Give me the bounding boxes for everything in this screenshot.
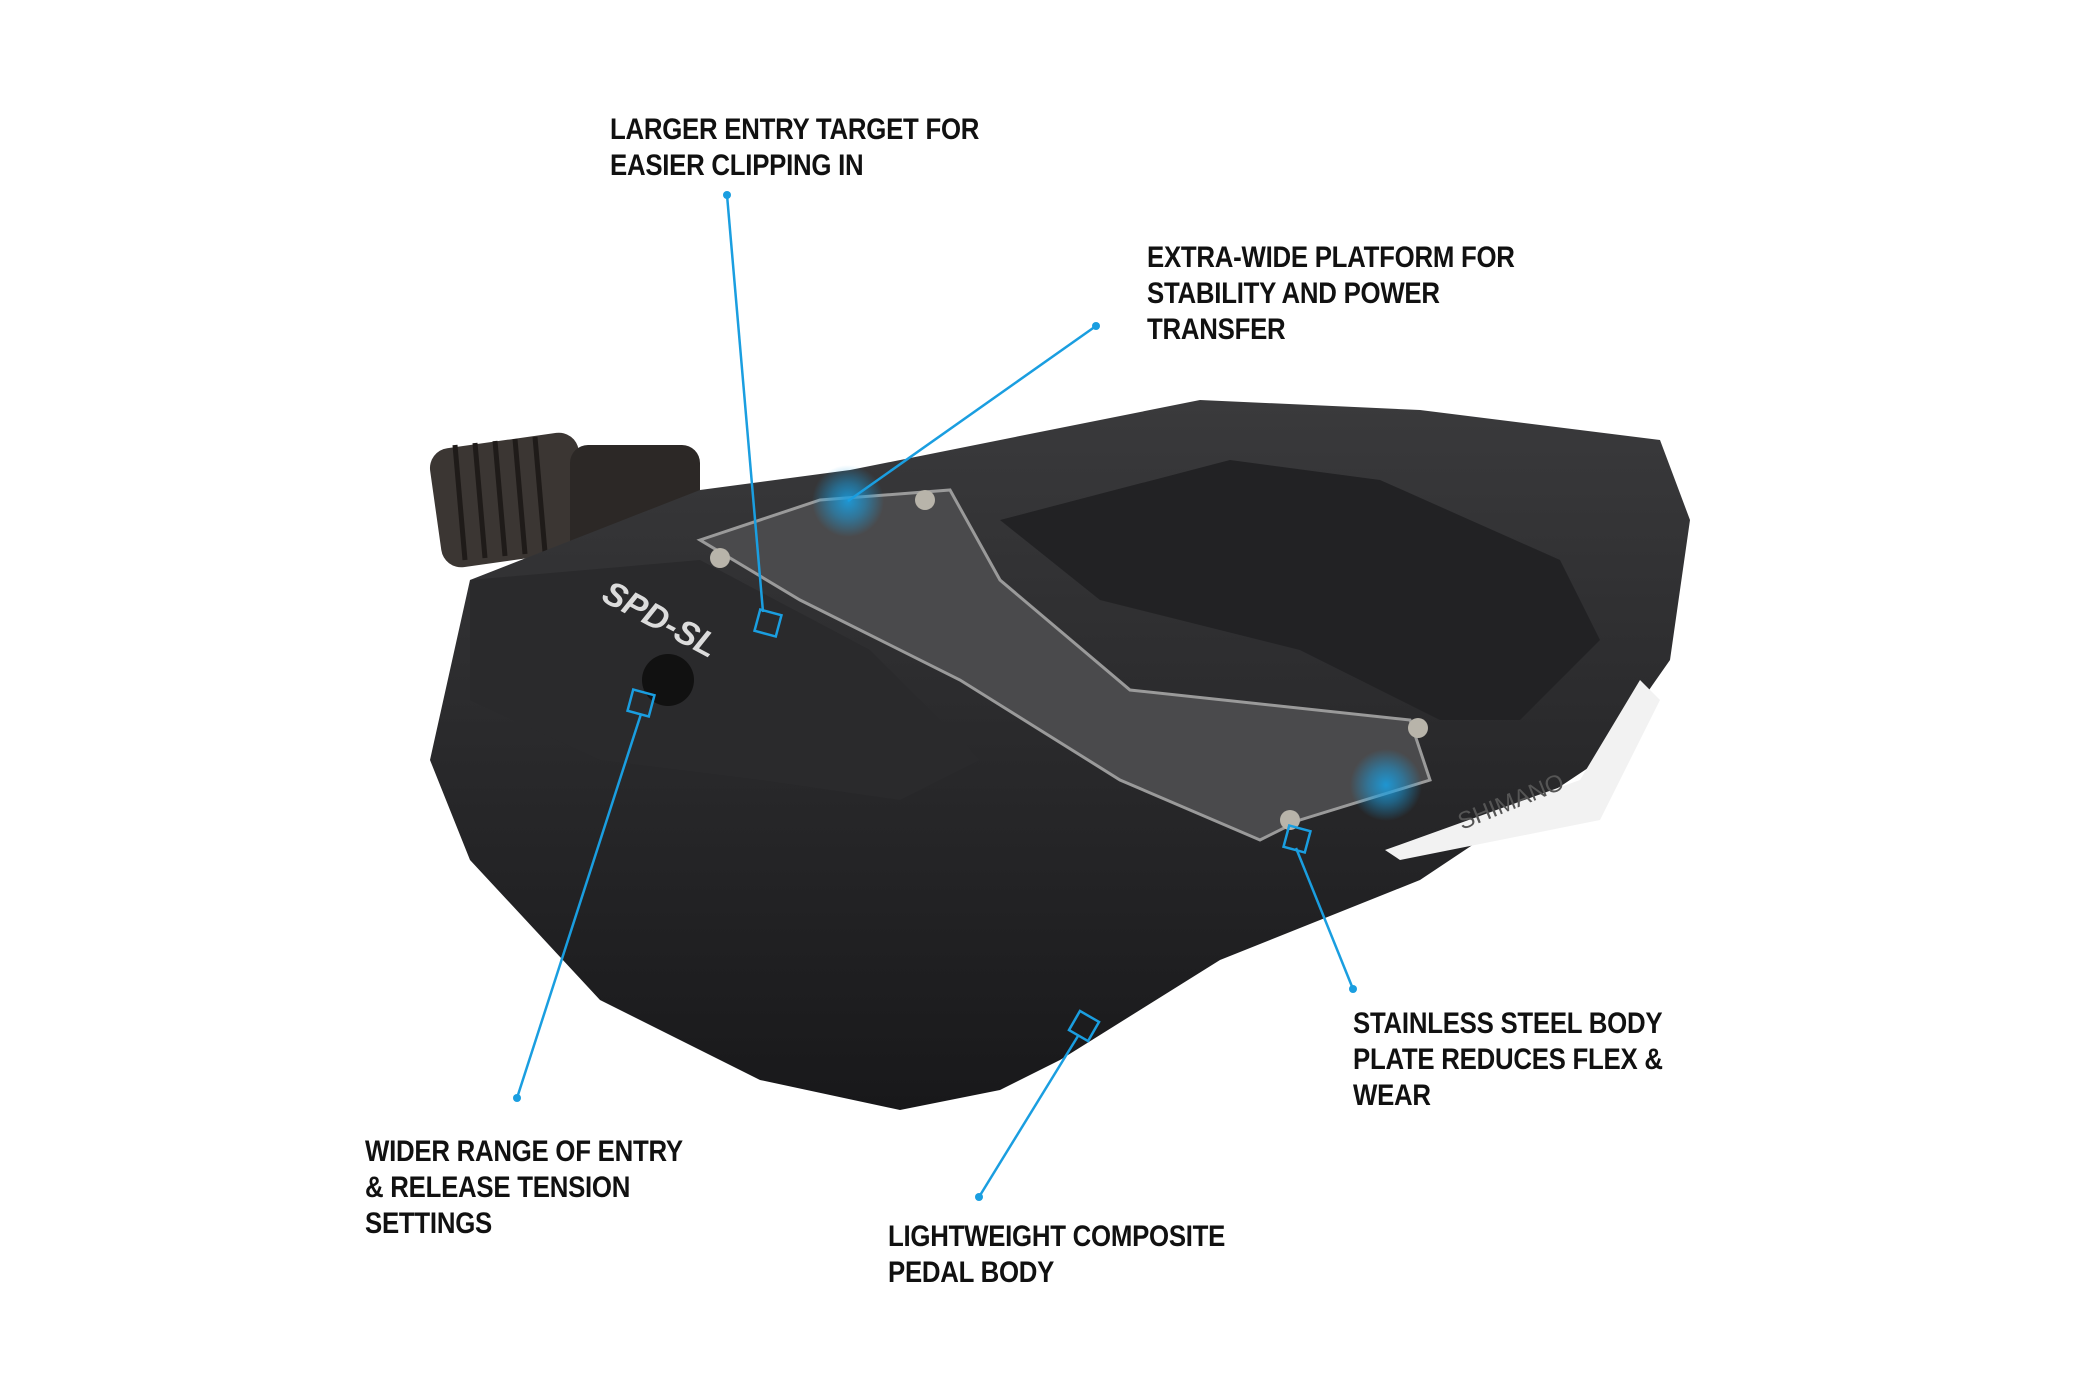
callout-line: WIDER RANGE OF ENTRY (365, 1135, 683, 1168)
rear-opening (1000, 460, 1600, 720)
callout-pedal-body: LIGHTWEIGHT COMPOSITE PEDAL BODY (888, 1219, 1225, 1291)
callout-line: STAINLESS STEEL BODY (1353, 1007, 1663, 1040)
callout-entry-target: LARGER ENTRY TARGET FOR EASIER CLIPPING … (610, 112, 979, 184)
steel-plate (696, 488, 1432, 842)
callout-line: WEAR (1353, 1079, 1431, 1112)
brand-strip (1385, 680, 1660, 860)
front-block (470, 560, 980, 800)
callout-line: PEDAL BODY (888, 1256, 1055, 1289)
callout-tension: WIDER RANGE OF ENTRY & RELEASE TENSION S… (365, 1134, 683, 1242)
callout-line: SETTINGS (365, 1207, 492, 1240)
callout-platform: EXTRA-WIDE PLATFORM FOR STABILITY AND PO… (1147, 240, 1515, 348)
highlight-marker (1350, 749, 1422, 821)
callout-dots (513, 191, 1357, 1201)
tension-screw (642, 654, 694, 706)
callout-line: LIGHTWEIGHT COMPOSITE (888, 1220, 1226, 1253)
plate-screws (710, 490, 1428, 830)
callout-line: STABILITY AND POWER (1147, 277, 1440, 310)
callout-line: TRANSFER (1147, 313, 1286, 346)
callout-line: LARGER ENTRY TARGET FOR (610, 113, 980, 146)
callout-line: EASIER CLIPPING IN (610, 149, 864, 182)
callout-line: PLATE REDUCES FLEX & (1353, 1043, 1663, 1076)
callout-line: & RELEASE TENSION (365, 1171, 631, 1204)
callout-body-plate: STAINLESS STEEL BODY PLATE REDUCES FLEX … (1353, 1006, 1663, 1114)
callout-line: EXTRA-WIDE PLATFORM FOR (1147, 241, 1515, 274)
callout-lines (515, 194, 1355, 1198)
